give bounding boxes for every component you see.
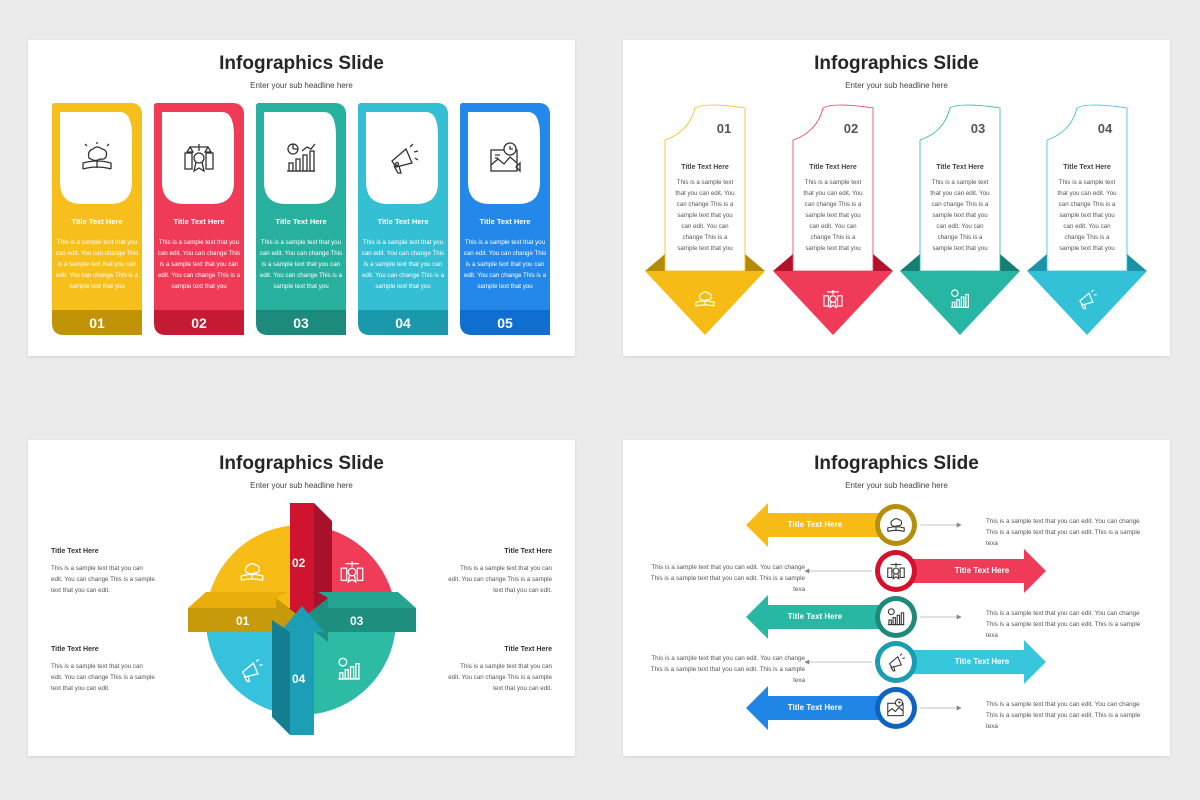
card-body: This is a sample text that you can edit.… [930, 179, 990, 252]
card-number: 04 [1097, 121, 1113, 136]
card-title: Title Text Here [681, 164, 729, 171]
megaphone-icon [241, 658, 263, 683]
slide-title: Infographics Slide [219, 453, 384, 474]
card-number: 01 [716, 121, 732, 136]
text-body: This is a sample text that you can edit.… [448, 565, 552, 594]
brain-book-icon [887, 518, 905, 532]
arrow-label: Title Text Here [787, 612, 843, 621]
slide-4[interactable]: Infographics Slide Enter your sub headli… [623, 440, 1170, 756]
arrow-card-graphics [645, 104, 1147, 335]
slide-subtitle: Enter your sub headline here [845, 481, 948, 490]
text-title: Title Text Here [504, 646, 552, 653]
quadrant-number: 04 [292, 672, 306, 686]
row-description: This is a sample text that you can edit.… [650, 564, 805, 593]
quadrant-number: 03 [350, 614, 364, 628]
card-title: Title Text Here [173, 217, 225, 226]
card-body: This is a sample text that you can edit.… [803, 179, 863, 252]
card-number: 02 [843, 121, 859, 136]
slide-subtitle: Enter your sub headline here [250, 481, 353, 490]
quadrant-diagram [188, 503, 416, 735]
slide-title: Infographics Slide [219, 53, 384, 74]
scale-award-icon [823, 289, 843, 309]
slide-title: Infographics Slide [814, 453, 979, 474]
scale-award-icon [887, 562, 905, 580]
brain-book-icon [240, 562, 264, 582]
slide-title: Infographics Slide [814, 53, 979, 74]
growth-chart-icon [950, 289, 970, 308]
card-title: Title Text Here [479, 217, 531, 226]
arrow-label: Title Text Here [954, 657, 1010, 666]
scale-award-icon [184, 144, 214, 173]
card-number: 04 [395, 315, 411, 331]
card-body: This is a sample text that you can edit.… [1057, 179, 1117, 252]
card-body: This is a sample text that you can edit.… [463, 239, 547, 290]
card-title: Title Text Here [809, 164, 857, 171]
slide-subtitle: Enter your sub headline here [845, 81, 948, 90]
slide-3[interactable]: Infographics Slide Enter your sub headli… [28, 440, 575, 756]
row-description: This is a sample text that you can edit.… [986, 518, 1141, 547]
text-title: Title Text Here [504, 548, 552, 555]
brain-book-icon [695, 291, 715, 307]
card-number: 03 [970, 121, 986, 136]
card-body: This is a sample text that you can edit.… [675, 179, 735, 252]
card-number: 03 [293, 315, 309, 331]
calendar-map-icon [490, 142, 521, 173]
quadrant-number: 01 [236, 614, 250, 628]
text-title: Title Text Here [51, 548, 99, 555]
text-body: This is a sample text that you can edit.… [51, 565, 155, 594]
arrow-label: Title Text Here [954, 566, 1010, 575]
calendar-map-icon [887, 698, 904, 717]
row-description: This is a sample text that you can edit.… [650, 655, 805, 684]
megaphone-icon [391, 143, 419, 174]
megaphone-icon [888, 653, 905, 672]
row-description: This is a sample text that you can edit.… [986, 701, 1141, 730]
text-body: This is a sample text that you can edit.… [448, 663, 552, 692]
text-body: This is a sample text that you can edit.… [51, 663, 155, 692]
card-title: Title Text Here [1063, 164, 1111, 171]
card-body: This is a sample text that you can edit.… [361, 239, 445, 290]
growth-chart-icon [287, 143, 316, 172]
card-body: This is a sample text that you can edit.… [157, 239, 241, 290]
scale-award-icon [340, 561, 364, 584]
row-description: This is a sample text that you can edit.… [986, 610, 1141, 639]
card-title: Title Text Here [936, 164, 984, 171]
arrow-label: Title Text Here [787, 703, 843, 712]
card-body: This is a sample text that you can edit.… [55, 239, 139, 290]
growth-chart-icon [338, 657, 360, 680]
slide-2[interactable]: Infographics Slide Enter your sub headli… [623, 40, 1170, 356]
card-graphics [52, 103, 550, 335]
card-title: Title Text Here [71, 217, 123, 226]
arrow-list-graphics [746, 503, 1046, 730]
arrow-label: Title Text Here [787, 520, 843, 529]
megaphone-icon [1079, 289, 1097, 310]
card-body: This is a sample text that you can edit.… [259, 239, 343, 290]
card-number: 05 [497, 315, 513, 331]
card-number: 01 [89, 315, 105, 331]
growth-chart-icon [887, 608, 905, 626]
quadrant-number: 02 [292, 556, 306, 570]
slide-1[interactable]: Infographics Slide Enter your sub headli… [28, 40, 575, 356]
brain-book-icon [82, 142, 112, 170]
slide-subtitle: Enter your sub headline here [250, 81, 353, 90]
text-title: Title Text Here [51, 646, 99, 653]
card-title: Title Text Here [275, 217, 327, 226]
card-title: Title Text Here [377, 217, 429, 226]
card-number: 02 [191, 315, 207, 331]
